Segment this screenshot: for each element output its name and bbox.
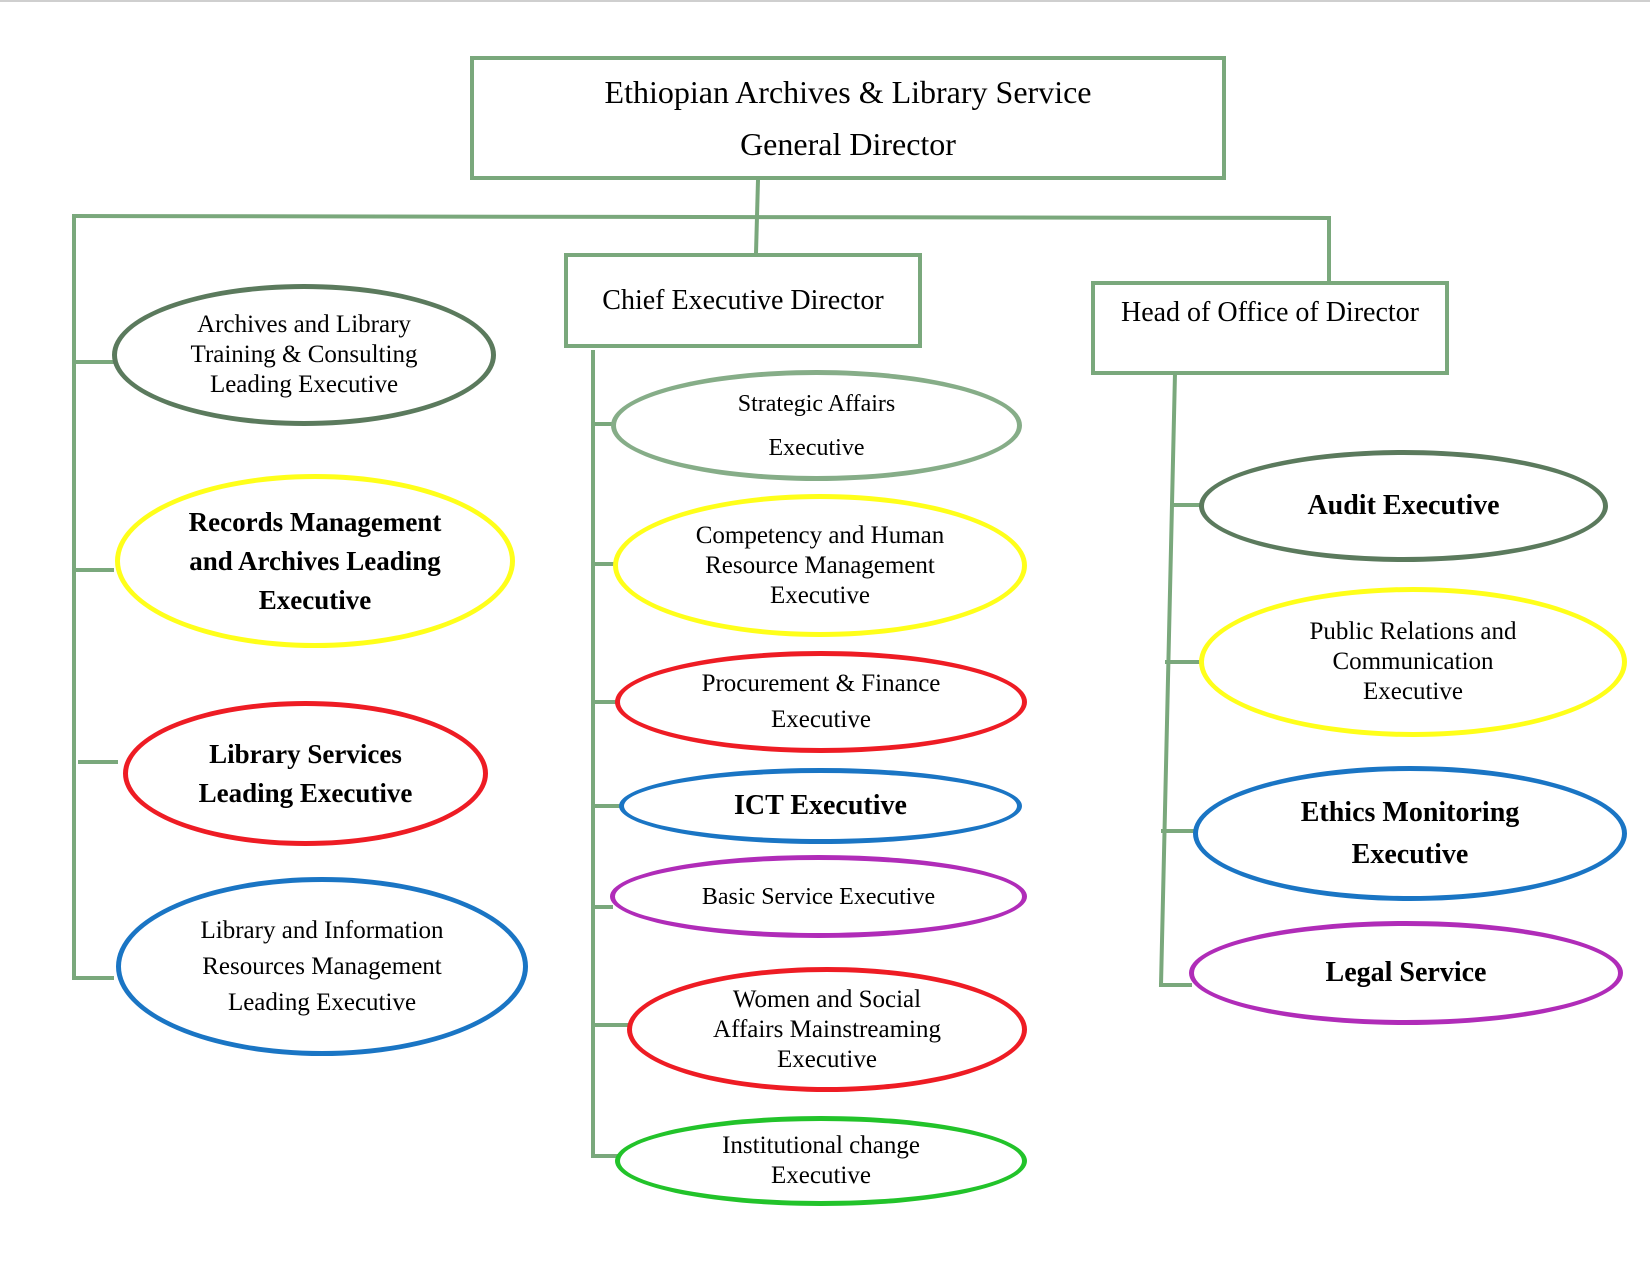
unit-label: ICT Executive bbox=[734, 790, 907, 821]
procurement-finance-oval: Procurement & Finance Executive bbox=[615, 651, 1027, 753]
library-information-oval: Library and Information Resources Manage… bbox=[116, 877, 528, 1056]
unit-label: Competency and Human Resource Management… bbox=[695, 521, 945, 609]
strategic-affairs-oval: Strategic Affairs Executive bbox=[611, 370, 1022, 481]
women-social-affairs-oval: Women and Social Affairs Mainstreaming E… bbox=[627, 967, 1027, 1092]
unit-label: Women and Social Affairs Mainstreaming E… bbox=[713, 985, 941, 1073]
head-of-office-box: Head of Office of Director bbox=[1091, 281, 1449, 375]
ethics-monitoring-oval: Ethics Monitoring Executive bbox=[1193, 766, 1627, 901]
head-of-office-label: Head of Office of Director bbox=[1120, 297, 1419, 328]
unit-label: Library and Information Resources Manage… bbox=[200, 916, 444, 1016]
unit-label: Procurement & Finance Executive bbox=[701, 670, 941, 733]
unit-label: Strategic Affairs Executive bbox=[737, 390, 896, 461]
unit-label: Ethics Monitoring Executive bbox=[1300, 796, 1520, 870]
unit-label: Legal Service bbox=[1325, 957, 1487, 988]
unit-label: Records Management and Archives Leading … bbox=[188, 506, 442, 615]
unit-label: Public Relations and Communication Execu… bbox=[1309, 618, 1517, 705]
chief-executive-director-box: Chief Executive Director bbox=[564, 253, 922, 348]
general-director-box: Ethiopian Archives & Library Service Gen… bbox=[470, 56, 1226, 180]
competency-hr-oval: Competency and Human Resource Management… bbox=[613, 494, 1027, 637]
unit-label: Audit Executive bbox=[1307, 490, 1500, 521]
unit-label: Library Services Leading Executive bbox=[198, 738, 413, 808]
archives-library-training-oval: Archives and Library Training & Consulti… bbox=[112, 284, 496, 426]
unit-label: Archives and Library Training & Consulti… bbox=[190, 311, 418, 398]
public-relations-oval: Public Relations and Communication Execu… bbox=[1199, 587, 1627, 737]
legal-service-oval: Legal Service bbox=[1189, 921, 1623, 1025]
institutional-change-oval: Institutional change Executive bbox=[615, 1116, 1027, 1206]
basic-service-oval: Basic Service Executive bbox=[610, 855, 1027, 938]
chief-executive-director-label: Chief Executive Director bbox=[602, 284, 884, 316]
unit-label: Basic Service Executive bbox=[701, 883, 936, 910]
unit-label: Institutional change Executive bbox=[722, 1132, 920, 1189]
general-director-title: Ethiopian Archives & Library Service bbox=[604, 74, 1092, 110]
ict-executive-oval: ICT Executive bbox=[619, 768, 1022, 844]
records-management-oval: Records Management and Archives Leading … bbox=[115, 474, 515, 648]
library-services-oval: Library Services Leading Executive bbox=[123, 701, 488, 846]
audit-executive-oval: Audit Executive bbox=[1199, 450, 1608, 562]
general-director-role: General Director bbox=[740, 126, 956, 162]
